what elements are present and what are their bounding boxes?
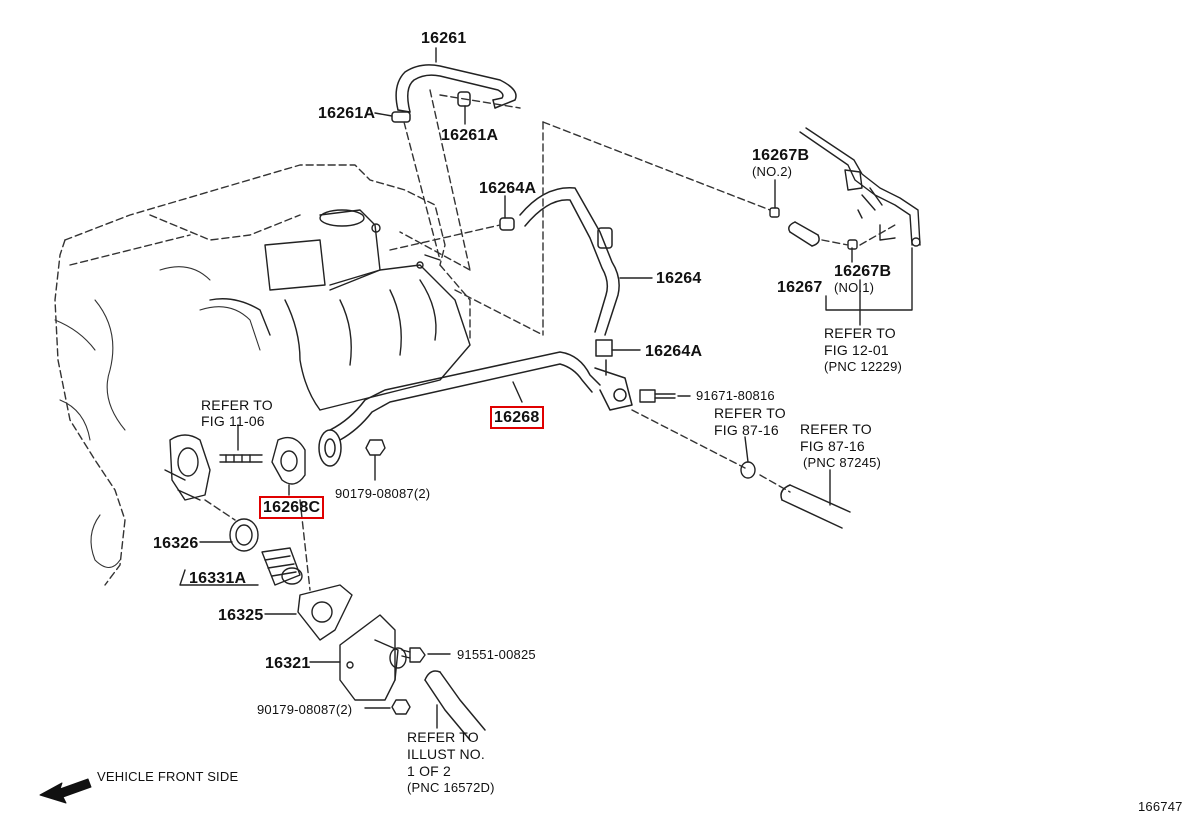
label-16264: 16264: [656, 270, 702, 287]
engine-block-detail: [54, 266, 261, 569]
pipe-16268: [318, 351, 633, 467]
guide-lines-16267: [821, 224, 896, 246]
clamps-16267b: [769, 207, 858, 250]
label-16268c-highlighted: 16268C: [259, 496, 325, 519]
ref-fig-87-16-a-line2: FIG 87-16: [714, 422, 779, 438]
label-16267b-bottom: 16267B: [834, 263, 892, 280]
hose-16267: [788, 221, 820, 247]
vehicle-front-side-label: VEHICLE FRONT SIDE: [97, 769, 239, 784]
label-no1: (NO.1): [834, 280, 875, 295]
water-outlet-16321: [339, 614, 407, 701]
label-16321: 16321: [265, 655, 311, 672]
leader-16261a-l: [374, 112, 393, 117]
hose-clamp-lower: [740, 461, 756, 479]
guide-lines-right: [631, 409, 791, 493]
ref-fig-87-16-b-line3: (PNC 87245): [803, 455, 882, 470]
ref-illust-line1: REFER TO: [407, 729, 479, 745]
ref-fig-87-16-a-line1: REFER TO: [714, 405, 786, 421]
left-arrow-icon: [39, 778, 92, 804]
hose-16261: [391, 64, 517, 123]
figure-number: 166747: [1138, 799, 1183, 814]
guide-lines-left: [204, 499, 311, 591]
label-16267b-top: 16267B: [752, 147, 810, 164]
ref-fig-11-06-line1: REFER TO: [201, 397, 273, 413]
hose-lower-right: [780, 484, 851, 529]
ref-fig-11-06-line2: FIG 11-06: [201, 413, 265, 429]
label-16264a-bottom: 16264A: [645, 343, 703, 360]
guide-lines-center: [389, 121, 771, 336]
label-16331a: 16331A: [189, 570, 247, 587]
label-91551-00825: 91551-00825: [457, 647, 536, 662]
label-16325: 16325: [218, 607, 264, 624]
label-no2: (NO.2): [752, 164, 793, 179]
label-16261a-right: 16261A: [441, 127, 499, 144]
ref-fig-87-16-b-line2: FIG 87-16: [800, 438, 865, 454]
label-16326: 16326: [153, 535, 199, 552]
label-16268-highlighted: 16268: [490, 406, 544, 429]
ref-fig-12-01-line3: (PNC 12229): [824, 359, 903, 374]
thermostat-16331a: [261, 547, 303, 586]
nut-90179-bottom: [391, 699, 411, 715]
leader-16331a: [179, 569, 259, 586]
label-16264a-top: 16264A: [479, 180, 537, 197]
label-16261: 16261: [421, 30, 467, 47]
guide-lines-16261: [399, 89, 521, 271]
nut-90179-top: [365, 439, 386, 456]
label-91671-80816: 91671-80816: [696, 388, 775, 403]
bolt-91551: [401, 647, 426, 663]
radiator-hose-bottom: [424, 670, 486, 741]
label-16267: 16267: [777, 279, 823, 296]
gasket-16326: [229, 518, 259, 552]
engine-block-outline: [54, 164, 471, 586]
label-90179-08087-top: 90179-08087(2): [335, 486, 431, 501]
pipe-16267b-assembly: [799, 127, 921, 247]
water-inlet-housing: [164, 434, 211, 501]
bracket-16267-ref: [825, 247, 913, 326]
leader-16268: [512, 381, 523, 403]
ref-illust-line3: 1 OF 2: [407, 763, 451, 779]
leader-fig8716a: [744, 436, 749, 463]
stud-bolt: [219, 454, 263, 463]
gasket-16325: [297, 584, 353, 641]
ref-fig-12-01-line1: REFER TO: [824, 325, 896, 341]
bolt-91671: [639, 389, 676, 403]
label-16261a-left: 16261A: [318, 105, 376, 122]
hose-16264: [499, 186, 620, 357]
label-90179-08087-bottom: 90179-08087(2): [257, 702, 353, 717]
gasket-16268c: [271, 436, 306, 485]
ref-fig-12-01-line2: FIG 12-01: [824, 342, 889, 358]
ref-fig-87-16-b-line1: REFER TO: [800, 421, 872, 437]
ref-illust-line2: ILLUST NO.: [407, 746, 485, 762]
ref-illust-line4: (PNC 16572D): [407, 780, 495, 795]
